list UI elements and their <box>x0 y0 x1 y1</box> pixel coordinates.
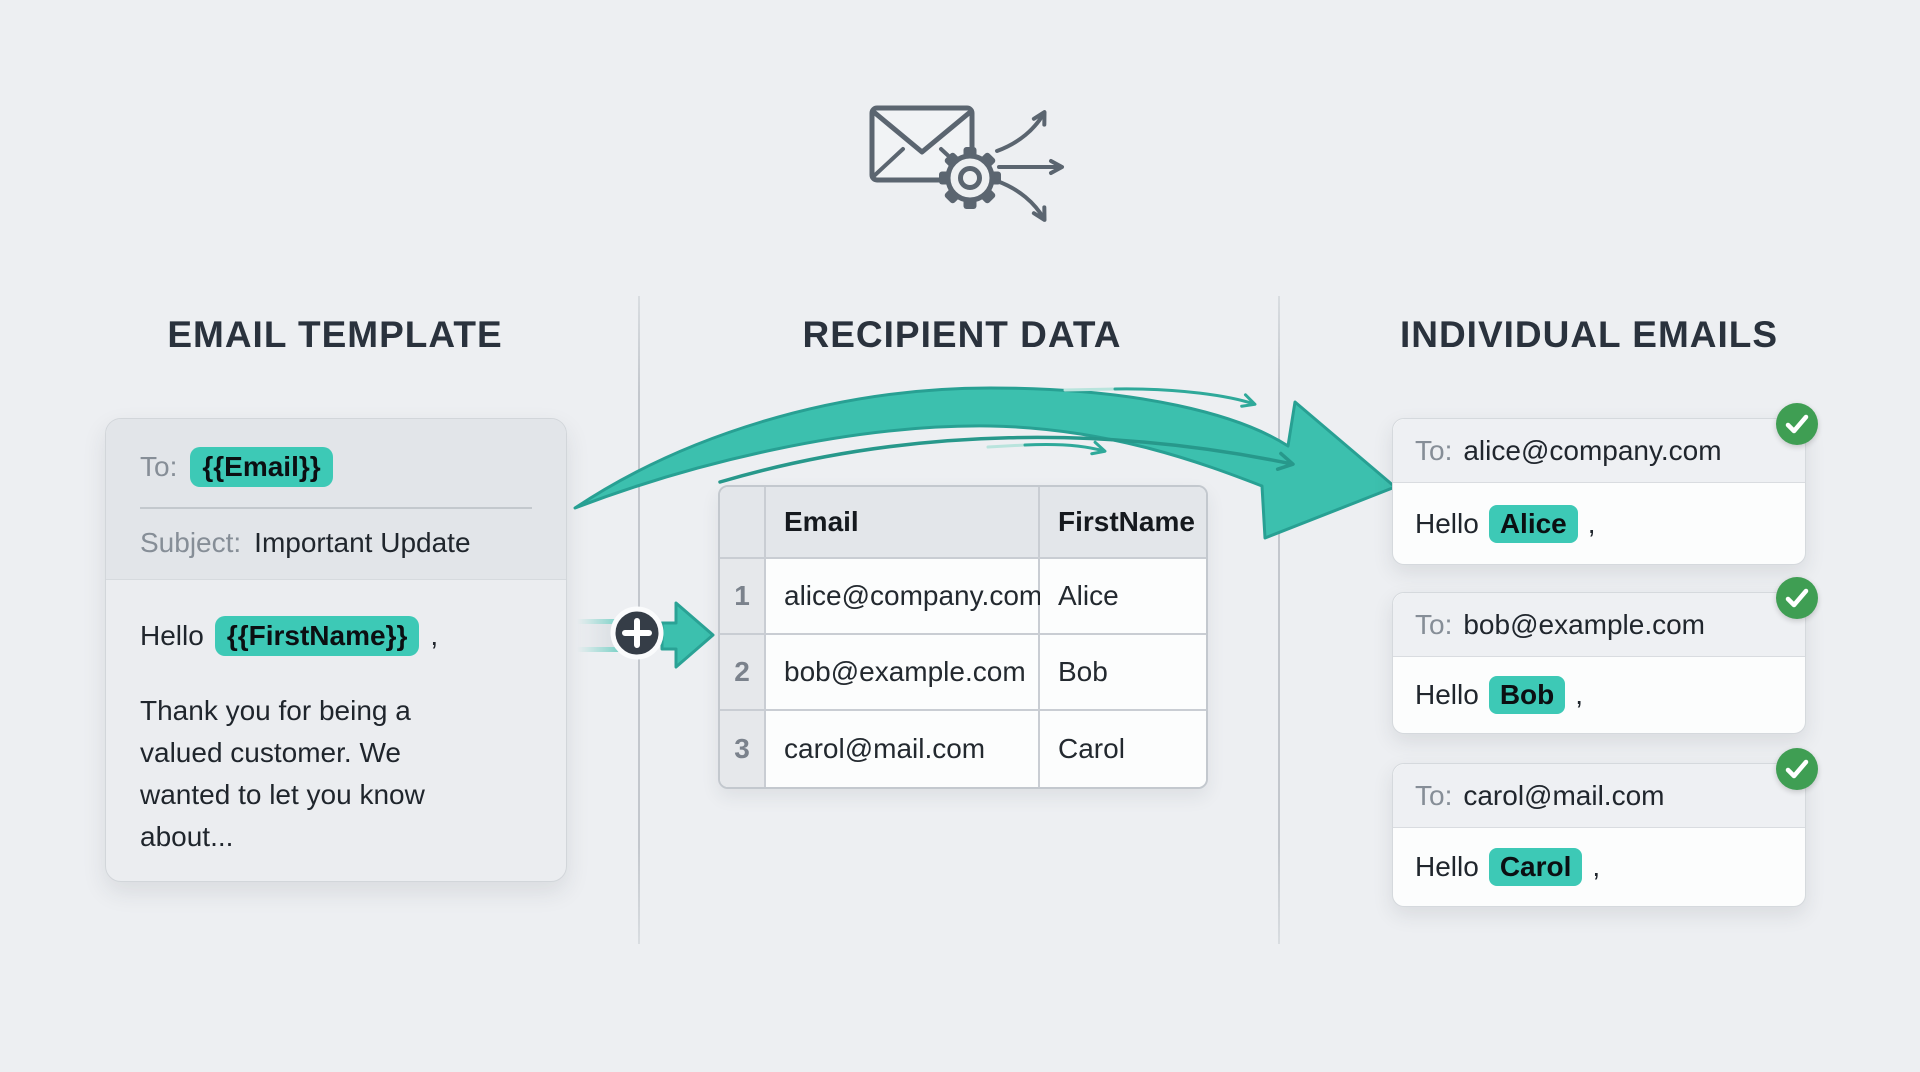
cell-firstname: Bob <box>1040 635 1206 711</box>
merge-arrow-inner-line <box>718 435 1295 484</box>
cell-email: carol@mail.com <box>766 711 1040 787</box>
cell-firstname: Alice <box>1040 559 1206 635</box>
merged-name-chip: Bob <box>1488 676 1566 714</box>
checkmark-icon <box>1785 588 1809 608</box>
cell-email: bob@example.com <box>766 635 1040 711</box>
merged-name-chip: Alice <box>1488 504 1578 543</box>
success-check-badge <box>1776 403 1818 445</box>
small-merge-arrow <box>660 601 715 669</box>
speed-arrow-lower <box>986 440 1107 456</box>
header-divider <box>140 507 532 509</box>
greeting-suffix: , <box>1587 507 1596 539</box>
recipient-table: Email FirstName 1 alice@company.com Alic… <box>718 485 1208 789</box>
firstname-placeholder-chip: {{FirstName}} <box>214 616 420 656</box>
template-body-text: Thank you for being a valued customer. W… <box>140 695 425 852</box>
email-card-body: Hello Alice , <box>1393 483 1805 564</box>
greeting-prefix: Hello <box>1415 507 1479 539</box>
table-header-email: Email <box>766 487 1040 559</box>
to-label: To: <box>140 451 178 482</box>
template-greeting: Hello {{FirstName}} , <box>140 616 532 656</box>
subject-value: Important Update <box>254 527 471 558</box>
email-card-header: To: bob@example.com <box>1393 593 1805 657</box>
individual-email-card: To: carol@mail.com Hello Carol , <box>1392 748 1818 907</box>
greeting-suffix: , <box>430 620 439 651</box>
to-label: To: <box>1415 434 1453 466</box>
template-card-body: Hello {{FirstName}} , Thank you for bein… <box>106 580 566 858</box>
success-check-badge <box>1776 577 1818 619</box>
column-heading-email-template: EMAIL TEMPLATE <box>167 314 503 355</box>
fan-out-arrows-icon <box>995 110 1064 222</box>
email-template-card: To: {{Email}} Subject: Important Update … <box>105 418 567 882</box>
greeting-prefix: Hello <box>1415 679 1479 710</box>
merged-name-chip: Carol <box>1488 848 1583 886</box>
speed-arrow-upper <box>1063 387 1257 408</box>
column-heading-individual-emails: INDIVIDUAL EMAILS <box>1399 314 1779 355</box>
cell-email: alice@company.com <box>766 559 1042 635</box>
greeting-suffix: , <box>1575 679 1584 710</box>
template-to-row: To: {{Email}} <box>140 447 532 487</box>
merge-plus-indicator <box>577 601 715 669</box>
individual-email-card: To: bob@example.com Hello Bob , <box>1392 577 1818 734</box>
to-label: To: <box>1415 608 1453 640</box>
template-card-header: To: {{Email}} Subject: Important Update <box>106 419 566 580</box>
gear-icon <box>939 147 1001 209</box>
table-header-firstname: FirstName <box>1040 487 1206 559</box>
table-corner-cell <box>720 487 766 559</box>
to-address: carol@mail.com <box>1463 779 1665 811</box>
merge-arrow-body <box>573 386 1397 540</box>
merge-arrow <box>573 386 1397 540</box>
plus-icon <box>610 606 664 660</box>
cell-firstname: Carol <box>1040 711 1206 787</box>
column-heading-recipient-data: RECIPIENT DATA <box>802 314 1122 355</box>
email-card-header: To: alice@company.com <box>1393 419 1805 483</box>
row-number: 2 <box>720 635 766 711</box>
checkmark-icon <box>1785 414 1809 434</box>
mail-merge-icon <box>869 105 1064 222</box>
row-number: 3 <box>720 711 766 787</box>
email-placeholder-chip: {{Email}} <box>190 447 333 487</box>
email-card-header: To: carol@mail.com <box>1393 764 1805 828</box>
email-card-body: Hello Bob , <box>1393 657 1805 733</box>
greeting-prefix: Hello <box>140 620 204 651</box>
greeting-prefix: Hello <box>1415 851 1479 882</box>
to-label: To: <box>1415 779 1453 811</box>
subject-label: Subject: <box>140 527 242 558</box>
checkmark-icon <box>1785 759 1809 779</box>
column-divider-right <box>1278 296 1280 944</box>
to-address: alice@company.com <box>1463 434 1722 466</box>
to-address: bob@example.com <box>1463 608 1706 640</box>
email-card-body: Hello Carol , <box>1393 828 1805 906</box>
individual-email-card: To: alice@company.com Hello Alice , <box>1392 403 1818 565</box>
greeting-suffix: , <box>1592 851 1601 882</box>
success-check-badge <box>1776 748 1818 790</box>
row-number: 1 <box>720 559 766 635</box>
template-subject-row: Subject: Important Update <box>140 527 532 559</box>
